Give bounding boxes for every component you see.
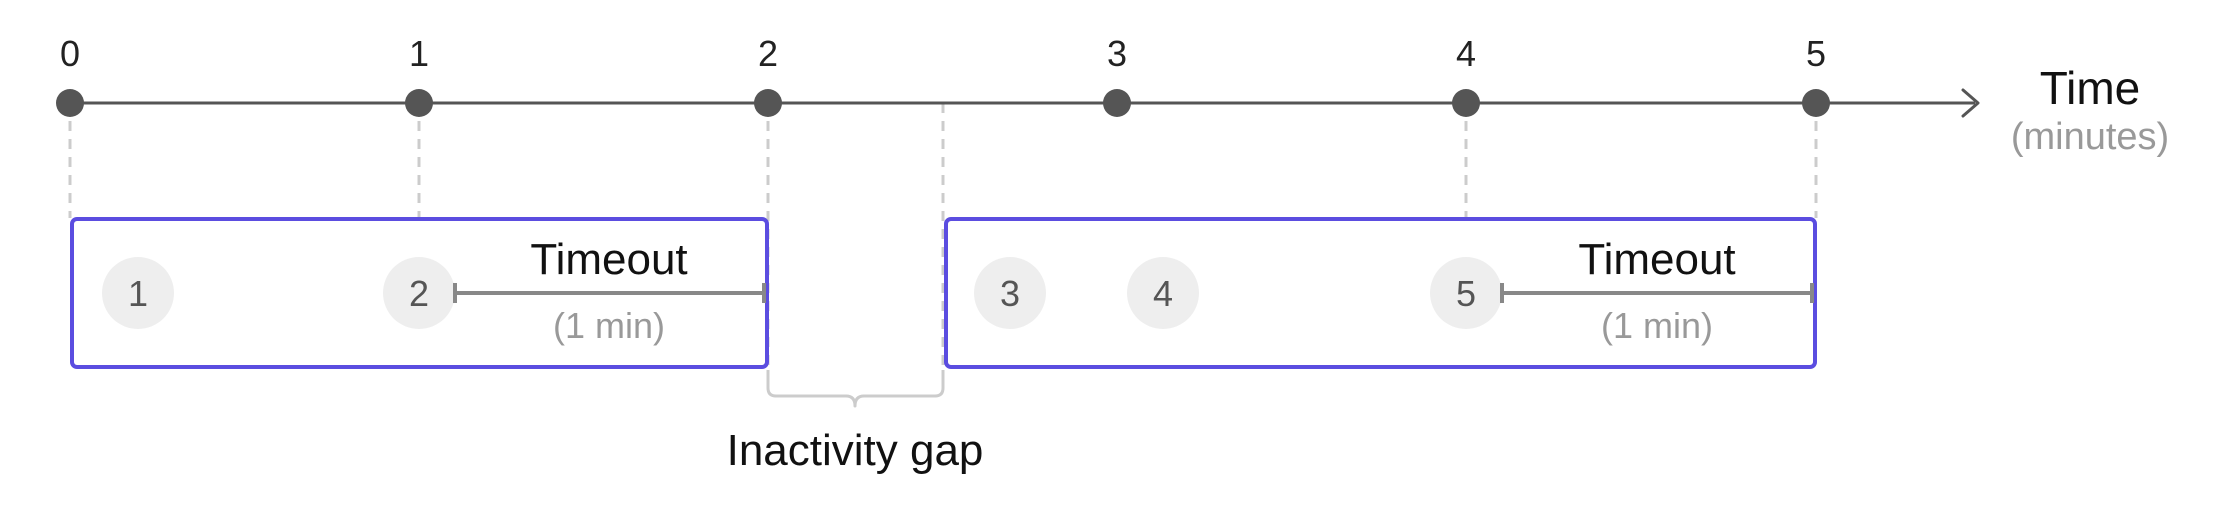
timeout-span-1 [453, 283, 766, 303]
axis-tick-label-0: 0 [60, 33, 80, 74]
timeout-label-1: Timeout [530, 235, 687, 284]
event-bubble-1 [102, 257, 174, 329]
event-label-2: 2 [409, 273, 429, 314]
session-window-1: 1 2 Timeout (1 min) [70, 217, 769, 369]
axis-tick-dot-0 [56, 89, 84, 117]
event-bubble-3 [974, 257, 1046, 329]
axis-tick-label-3: 3 [1107, 33, 1127, 74]
axis-tick-dot-1 [405, 89, 433, 117]
timeout-span-2 [1500, 283, 1814, 303]
axis-title: Time [2040, 62, 2141, 114]
timeout-duration-1: (1 min) [553, 305, 665, 346]
axis-tick-label-1: 1 [409, 33, 429, 74]
axis-tick-dot-3 [1103, 89, 1131, 117]
event-label-5: 5 [1456, 273, 1476, 314]
axis-tick-label-2: 2 [758, 33, 778, 74]
axis-tick-label-5: 5 [1806, 33, 1826, 74]
event-label-3: 3 [1000, 273, 1020, 314]
gap-bracket [766, 370, 945, 408]
axis-tick-dot-2 [754, 89, 782, 117]
axis-tick-dot-4 [1452, 89, 1480, 117]
axis-arrow-head [1961, 88, 1980, 118]
event-bubble-4 [1127, 257, 1199, 329]
gap-label: Inactivity gap [727, 426, 984, 475]
axis-tick-label-4: 4 [1456, 33, 1476, 74]
timeout-duration-2: (1 min) [1601, 305, 1713, 346]
session-box-2 [944, 217, 1817, 369]
inactivity-gap: Inactivity gap [727, 370, 984, 475]
event-label-1: 1 [128, 273, 148, 314]
axis-tick-dot-5 [1802, 89, 1830, 117]
time-axis: 0 1 2 3 4 5 Time (minutes) [56, 33, 2169, 158]
event-bubble-2 [383, 257, 455, 329]
timeout-label-2: Timeout [1578, 235, 1735, 284]
axis-unit: (minutes) [2011, 116, 2169, 158]
event-label-4: 4 [1153, 273, 1173, 314]
session-window-2: 3 4 5 Timeout (1 min) [944, 217, 1817, 369]
event-bubble-5 [1430, 257, 1502, 329]
